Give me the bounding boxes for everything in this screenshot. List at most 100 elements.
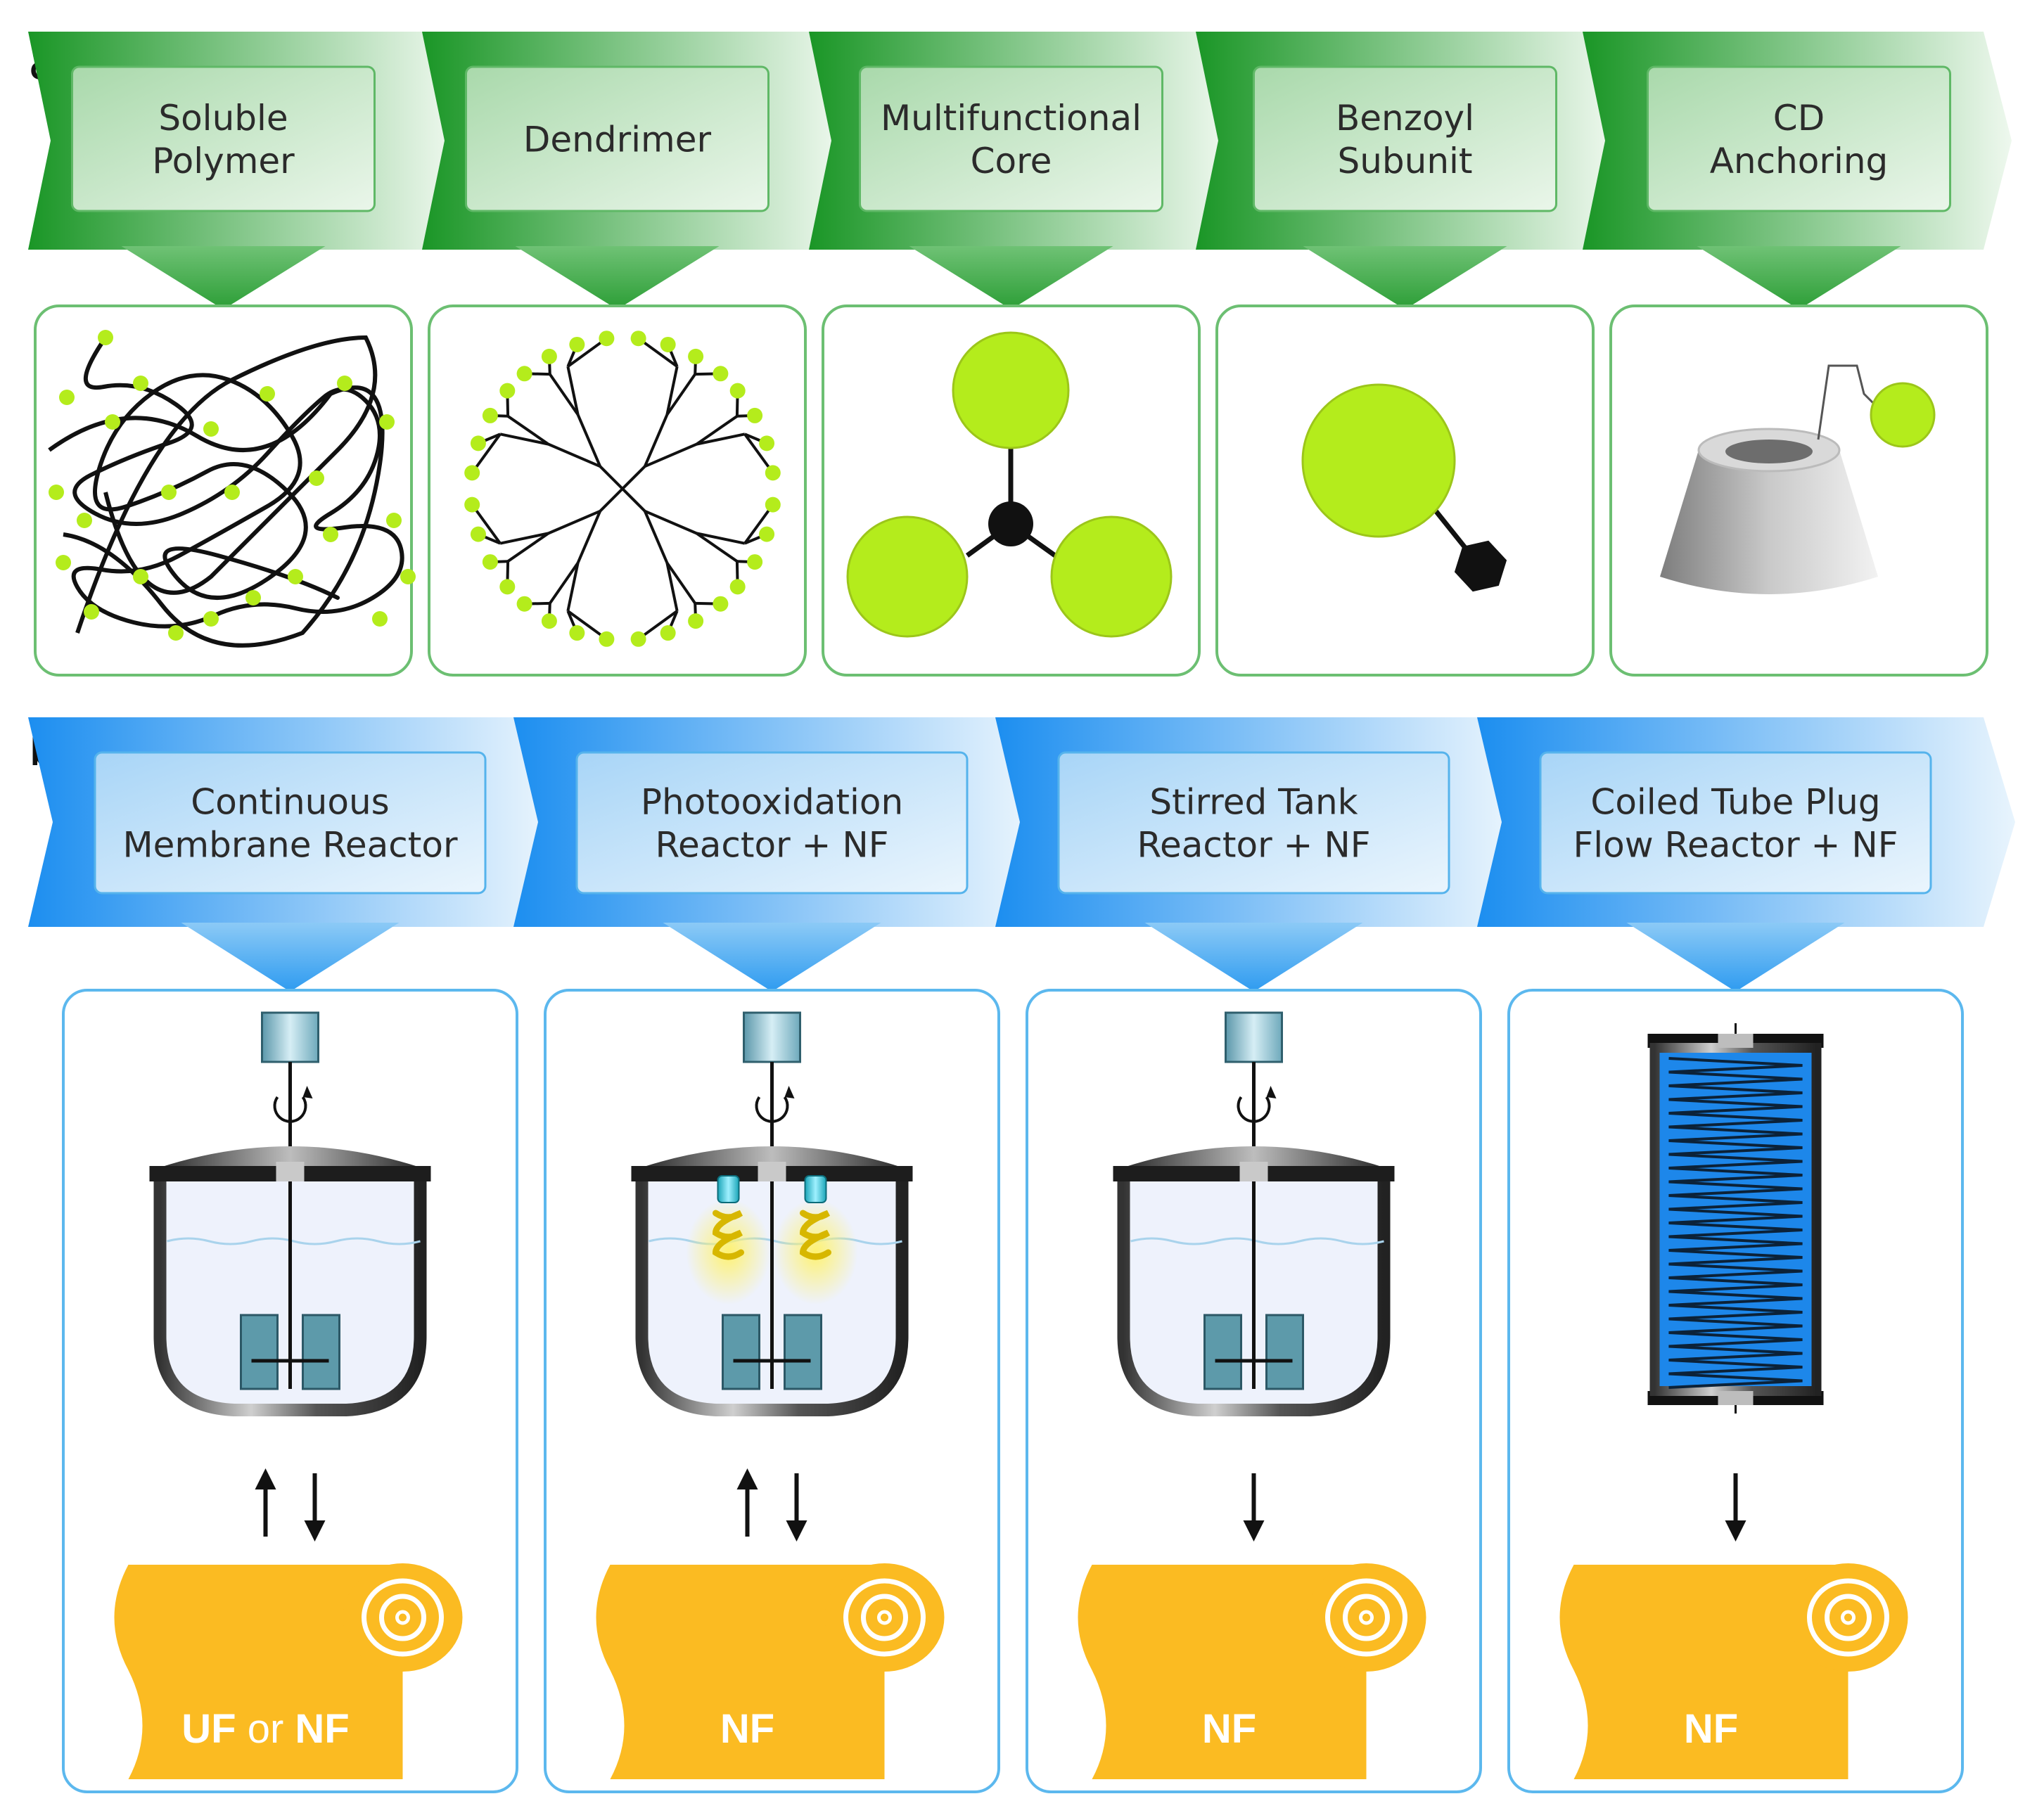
step-label-box — [859, 65, 1163, 212]
step-label-line: Coiled Tube Plug — [1590, 782, 1880, 823]
dendrimer-branch — [644, 509, 698, 535]
benzoyl-ring — [1454, 540, 1507, 592]
lamp-coil — [712, 1210, 744, 1260]
impeller-blade — [1265, 1314, 1304, 1390]
membrane-label-part: NF — [720, 1706, 774, 1752]
reactor-lid — [160, 1146, 421, 1167]
coil-port — [1718, 1391, 1754, 1405]
step-label-line: Stirred Tank — [1149, 782, 1358, 823]
panel-a-steps: SolublePolymerDendrimerMultifunctionalCo… — [28, 32, 2012, 677]
membrane-roll-end — [343, 1563, 463, 1672]
end-group-dot — [759, 435, 775, 451]
end-group-dot — [747, 554, 763, 570]
dendrimer-branch — [696, 532, 746, 545]
end-group-dot — [84, 604, 99, 620]
end-group-dot — [569, 625, 585, 641]
end-group-dot — [105, 414, 120, 430]
subunit-sphere — [1301, 383, 1456, 538]
end-group-dot — [464, 496, 480, 513]
arrow-up-head — [736, 1468, 758, 1489]
end-group-dot — [49, 485, 64, 500]
lamp-cap — [804, 1175, 827, 1203]
down-pointer — [121, 246, 326, 309]
dendrimer-branch — [665, 373, 696, 416]
impeller-blade — [722, 1314, 760, 1390]
shaft-seal — [276, 1162, 305, 1183]
membrane-label: NF — [1684, 1706, 1738, 1752]
down-pointer — [909, 246, 1113, 309]
lamp-glow — [773, 1199, 858, 1305]
rotation-arrow — [1237, 1096, 1271, 1123]
end-group-dot — [729, 383, 746, 399]
cyclodextrin-cone — [1660, 450, 1878, 594]
benzoyl-subunit-icon — [1301, 383, 1507, 592]
dendrimer-branch — [567, 610, 608, 641]
reactor-lid — [641, 1146, 902, 1167]
down-pointer — [1697, 246, 1901, 309]
end-group-dot — [499, 579, 516, 595]
end-group-dot — [599, 331, 615, 347]
dendrimer-branch — [499, 532, 549, 545]
dendrimer-branch — [696, 415, 739, 446]
membrane-roll-ring — [1343, 1594, 1390, 1641]
rotation-arrow-head — [302, 1086, 313, 1098]
membrane-roll-body — [1559, 1565, 1848, 1670]
liquid-surface — [1130, 1237, 1384, 1245]
membrane-roll-ring — [843, 1578, 926, 1657]
end-group-dot — [379, 414, 395, 430]
end-group-dot — [133, 569, 148, 584]
membrane-sheet — [610, 1670, 885, 1779]
membrane-sheet — [1573, 1670, 1848, 1779]
core-arm-sphere — [846, 515, 969, 638]
membrane-roll-ring — [1325, 1578, 1407, 1657]
lamp-coil — [799, 1210, 831, 1260]
shaft-seal — [758, 1162, 786, 1183]
rotation-arrow — [273, 1096, 307, 1123]
membrane-label-part: UF — [181, 1706, 236, 1752]
down-pointer — [181, 923, 400, 992]
dendrimer-branch — [547, 442, 601, 468]
step-label-line: Flow Reactor + NF — [1573, 825, 1898, 866]
multifunctional-core-icon — [846, 331, 1173, 638]
dendrimer-icon — [464, 331, 781, 647]
dendrimer-branch — [566, 562, 580, 612]
step-label-line: Subunit — [1337, 141, 1472, 181]
down-pointer — [515, 246, 720, 309]
dendrimer-branch — [547, 509, 601, 535]
dendrimer-branch — [665, 366, 679, 416]
end-group-dot — [288, 569, 303, 584]
dendrimer-branch — [566, 366, 580, 416]
stirrer-motor — [1225, 1011, 1283, 1063]
core-arm-sphere — [1050, 515, 1173, 638]
step-label-box — [1253, 65, 1557, 212]
end-group-dot — [224, 485, 240, 500]
dendrimer-branch — [471, 504, 502, 544]
impeller-blade — [240, 1314, 279, 1390]
end-group-dot — [260, 386, 275, 402]
membrane-sheet — [128, 1670, 403, 1779]
dendrimer-branch — [637, 610, 678, 641]
end-group-dot — [765, 465, 781, 481]
polymer-chain — [75, 335, 378, 634]
end-group-dot — [516, 596, 532, 612]
dendrimer-branch — [743, 504, 774, 544]
end-group-dot — [541, 348, 557, 364]
end-group-dot — [516, 366, 532, 382]
step-label-line: Soluble — [158, 98, 288, 139]
step-label-box — [465, 65, 769, 212]
end-group-dot — [599, 631, 615, 647]
end-group-dot — [203, 611, 219, 627]
arrow-down-head — [1243, 1520, 1265, 1542]
step-label-line: Continuous — [191, 782, 389, 823]
reactor-lid — [1123, 1146, 1384, 1167]
dendrimer-branch — [471, 433, 502, 474]
step-label-line: CD — [1773, 98, 1825, 139]
impeller-blade — [784, 1314, 822, 1390]
dendrimer-branch — [644, 442, 698, 468]
